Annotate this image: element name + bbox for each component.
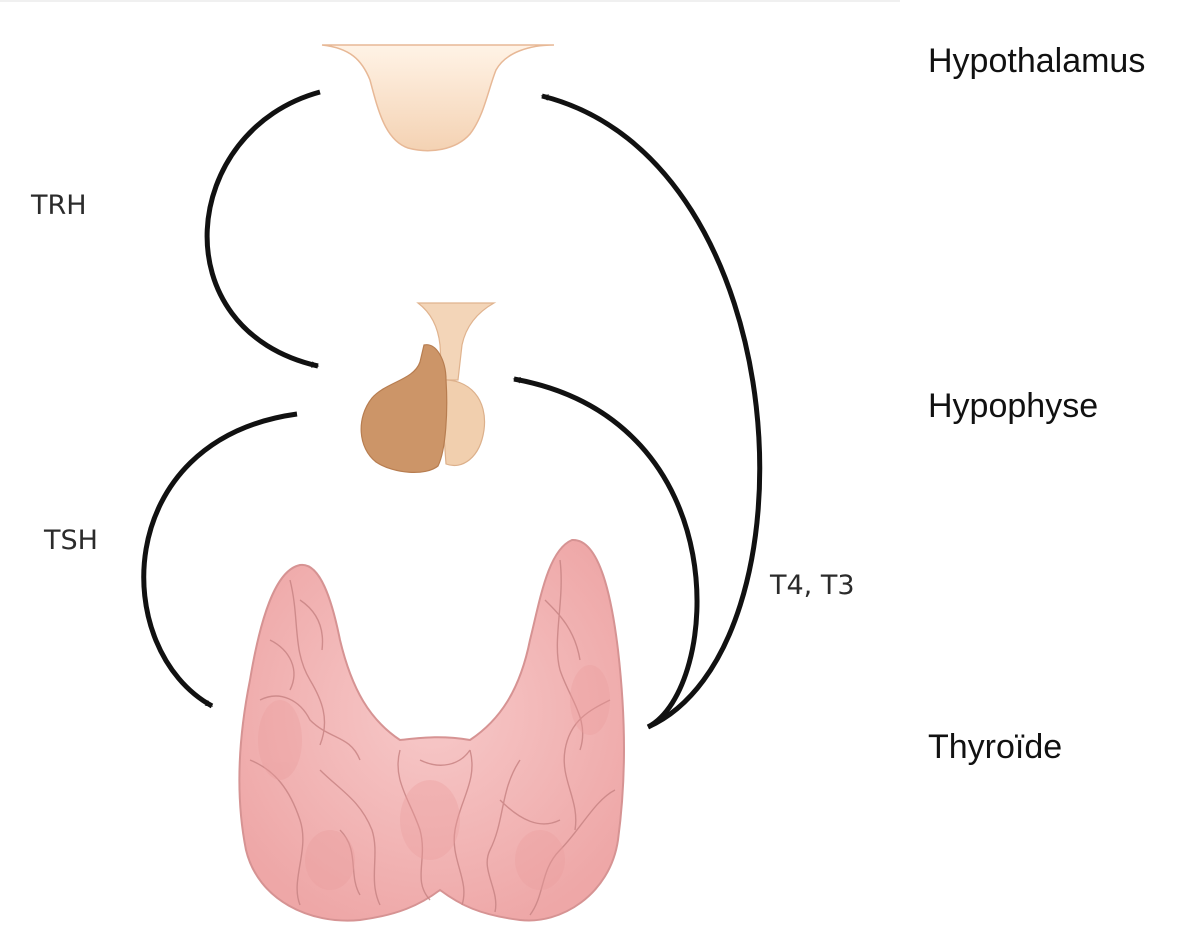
tsh-label: TSH [44,525,98,556]
t4-t3-label: T4, T3 [770,570,855,601]
top-border [0,0,900,2]
hypophyse-shape [361,303,494,472]
thyroid-shape [239,540,624,921]
thyroide-label: Thyroïde [928,728,1062,767]
hypophyse-label: Hypophyse [928,387,1098,426]
trh-label: TRH [31,190,87,221]
hypothalamus-shape [322,45,554,151]
hypothalamus-label: Hypothalamus [928,42,1145,81]
trh-arrow [207,92,320,366]
